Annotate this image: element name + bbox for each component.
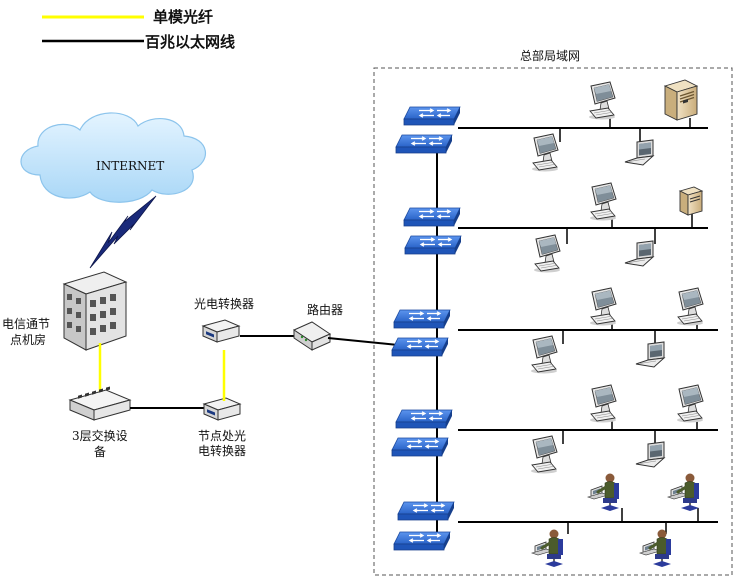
- desktop-pc-icon: [588, 81, 616, 120]
- l3-switch-icon: [68, 386, 132, 421]
- desktop-pc-icon: [676, 384, 704, 423]
- legend: 单模光纤 百兆以太网线: [42, 8, 235, 51]
- desktop-pc-icon: [530, 435, 558, 474]
- switch-icon: [391, 437, 449, 457]
- switch-icon: [393, 531, 451, 551]
- internet-cloud: INTERNET: [20, 112, 207, 203]
- oe-converter-label: 光电转换器: [194, 296, 254, 311]
- router-label: 路由器: [307, 302, 343, 317]
- laptop-icon: [635, 441, 665, 468]
- legend-fiber-label: 单模光纤: [153, 8, 213, 26]
- small-server-icon: [679, 186, 703, 216]
- desktop-pc-icon: [589, 182, 617, 221]
- desktop-pc-icon: [589, 287, 617, 326]
- telecom-building-icon: [62, 271, 128, 351]
- node-converter-label-line1: 节点处光: [198, 429, 246, 443]
- lan-row-1: [395, 79, 708, 172]
- operator-workstation-icon: [666, 472, 701, 513]
- desktop-pc-icon: [531, 133, 559, 172]
- lan-row-4: [391, 384, 718, 474]
- hq-lan-label: 总部局域网: [520, 48, 580, 63]
- operator-workstation-icon: [530, 528, 565, 569]
- desktop-pc-icon: [530, 335, 558, 374]
- lan-row-5: [393, 472, 718, 569]
- server-icon: [664, 79, 698, 121]
- oe-converter-icon: [202, 319, 240, 343]
- node-converter-icon: [203, 397, 241, 421]
- laptop-icon: [624, 240, 654, 267]
- switch-icon: [395, 134, 453, 154]
- switch-icon: [403, 207, 461, 227]
- telecom-label-line2: 点机房: [10, 332, 46, 347]
- node-converter-label-line2: 电转换器: [198, 443, 246, 458]
- l3-switch-label-line1: 3层交换设: [72, 428, 128, 443]
- switch-icon: [403, 106, 461, 126]
- lightning-bolt-icon: [89, 195, 157, 269]
- internet-label: INTERNET: [96, 159, 164, 173]
- router-icon: [292, 321, 332, 351]
- switch-icon: [395, 409, 453, 429]
- switch-icon: [391, 337, 449, 357]
- l3-switch-label-line2: 备: [94, 445, 106, 459]
- legend-ethernet-label: 百兆以太网线: [145, 33, 235, 51]
- desktop-pc-icon: [589, 384, 617, 423]
- lan-row-2: [403, 182, 708, 273]
- switch-icon: [397, 501, 455, 521]
- telecom-label-line1: 电信通节: [2, 317, 50, 331]
- desktop-pc-icon: [676, 287, 704, 326]
- hq-lan-boundary: [373, 67, 733, 576]
- switch-icon: [393, 309, 451, 329]
- lan-row-3: [391, 287, 718, 374]
- switch-icon: [404, 235, 462, 255]
- operator-workstation-icon: [638, 528, 673, 569]
- laptop-icon: [635, 341, 665, 368]
- ethernet-link-router-core: [327, 337, 399, 346]
- operator-workstation-icon: [586, 472, 621, 513]
- desktop-pc-icon: [533, 234, 561, 273]
- laptop-icon: [624, 139, 654, 166]
